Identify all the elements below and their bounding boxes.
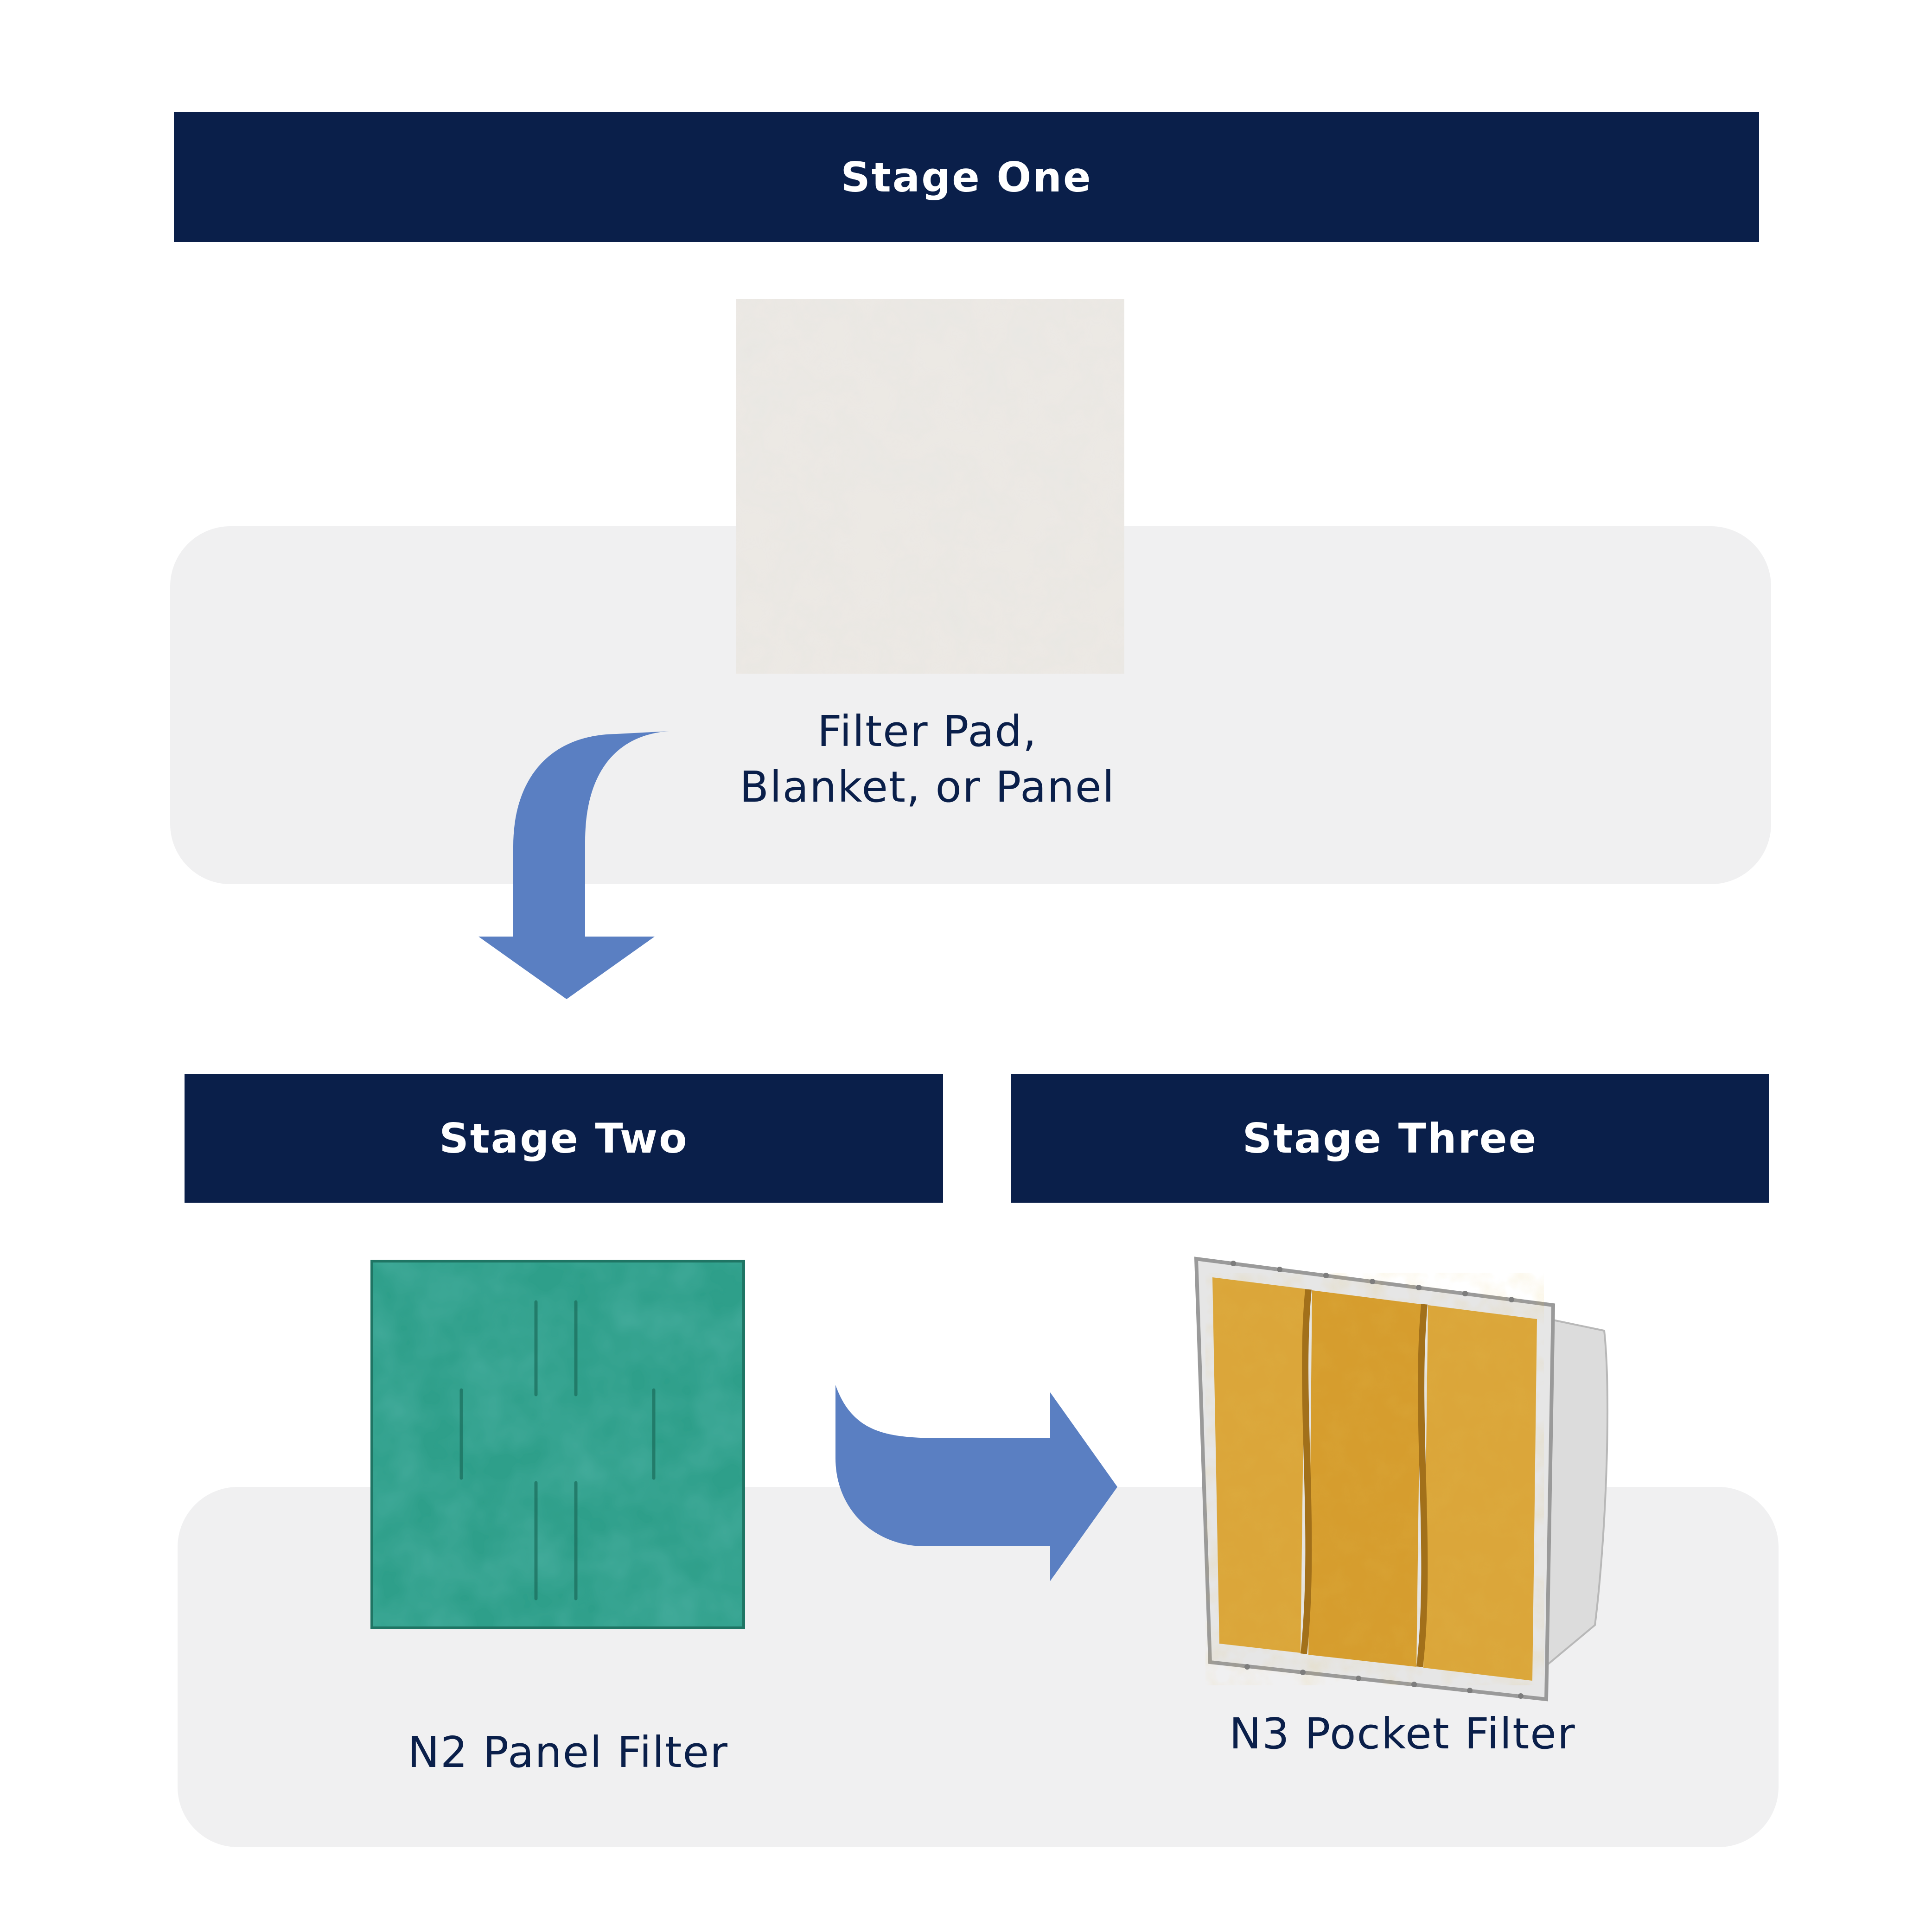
- filter-pad-image: [736, 299, 1124, 674]
- pocket-filter-image: [1187, 1254, 1618, 1704]
- stage-one-title: Stage One: [841, 153, 1092, 201]
- arrow-down-icon: [478, 730, 672, 1008]
- stage-three-header: Stage Three: [1011, 1074, 1769, 1203]
- stage-two-caption: N2 Panel Filter: [325, 1725, 811, 1780]
- stage-two-header: Stage Two: [185, 1074, 943, 1203]
- stage-one-header: Stage One: [174, 112, 1759, 242]
- stage-three-title: Stage Three: [1243, 1115, 1538, 1162]
- stage-one-caption-line1: Filter Pad,: [626, 704, 1229, 759]
- panel-filter-image: [371, 1260, 745, 1629]
- stage-one-caption: Filter Pad, Blanket, or Panel: [626, 704, 1229, 815]
- stage-two-title: Stage Two: [439, 1115, 688, 1162]
- arrow-right-icon: [835, 1384, 1122, 1588]
- stage-three-caption: N3 Pocket Filter: [1159, 1706, 1646, 1762]
- stage-one-caption-line2: Blanket, or Panel: [626, 759, 1229, 815]
